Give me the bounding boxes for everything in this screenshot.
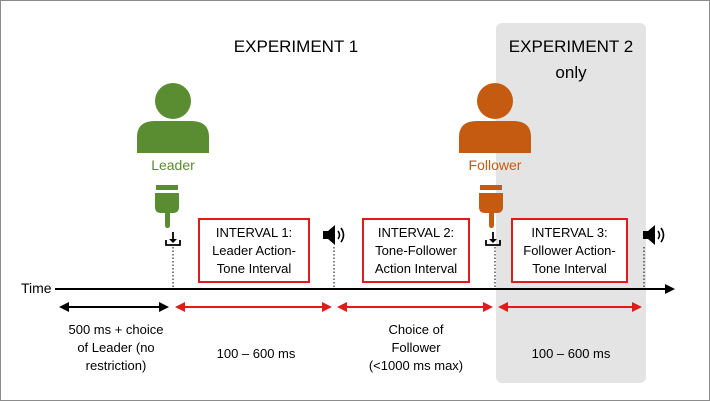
duration-follower-choice: Choice of Follower (<1000 ms max) bbox=[368, 322, 464, 373]
duration-arrow-leader bbox=[59, 302, 169, 312]
experiment2-shade bbox=[496, 23, 646, 383]
experiment2-title: EXPERIMENT 2 only bbox=[508, 37, 634, 82]
duration-arrow-interval-2 bbox=[337, 302, 493, 312]
duration-arrow-interval-3 bbox=[498, 302, 642, 312]
interval-2-box: INTERVAL 2: Tone-Follower Action Interva… bbox=[362, 218, 470, 283]
follower-person-icon bbox=[459, 83, 531, 153]
duration-leader-choice: 500 ms + choice of Leader (no restrictio… bbox=[68, 322, 164, 373]
experiment1-title: EXPERIMENT 1 bbox=[233, 37, 359, 56]
leader-pointing-hand-icon bbox=[155, 185, 179, 228]
duration-interval-3: 100 – 600 ms bbox=[531, 346, 611, 361]
tone-2-speaker-icon bbox=[643, 225, 665, 245]
follower-pointing-hand-icon bbox=[479, 185, 503, 228]
interval-1-box: INTERVAL 1: Leader Action- Tone Interval bbox=[198, 218, 310, 283]
time-axis-label: Time bbox=[21, 280, 52, 296]
interval-3-box: INTERVAL 3: Follower Action- Tone Interv… bbox=[511, 218, 628, 283]
follower-label: Follower bbox=[468, 157, 522, 173]
leader-person-icon bbox=[137, 83, 209, 153]
tone-1-speaker-icon bbox=[323, 225, 345, 245]
duration-interval-1: 100 – 600 ms bbox=[216, 346, 296, 361]
leader-label: Leader bbox=[151, 157, 195, 173]
follower-key-press-icon bbox=[485, 232, 501, 246]
leader-key-press-icon bbox=[165, 232, 181, 246]
duration-arrow-interval-1 bbox=[175, 302, 332, 312]
time-axis-arrowhead bbox=[665, 284, 675, 294]
